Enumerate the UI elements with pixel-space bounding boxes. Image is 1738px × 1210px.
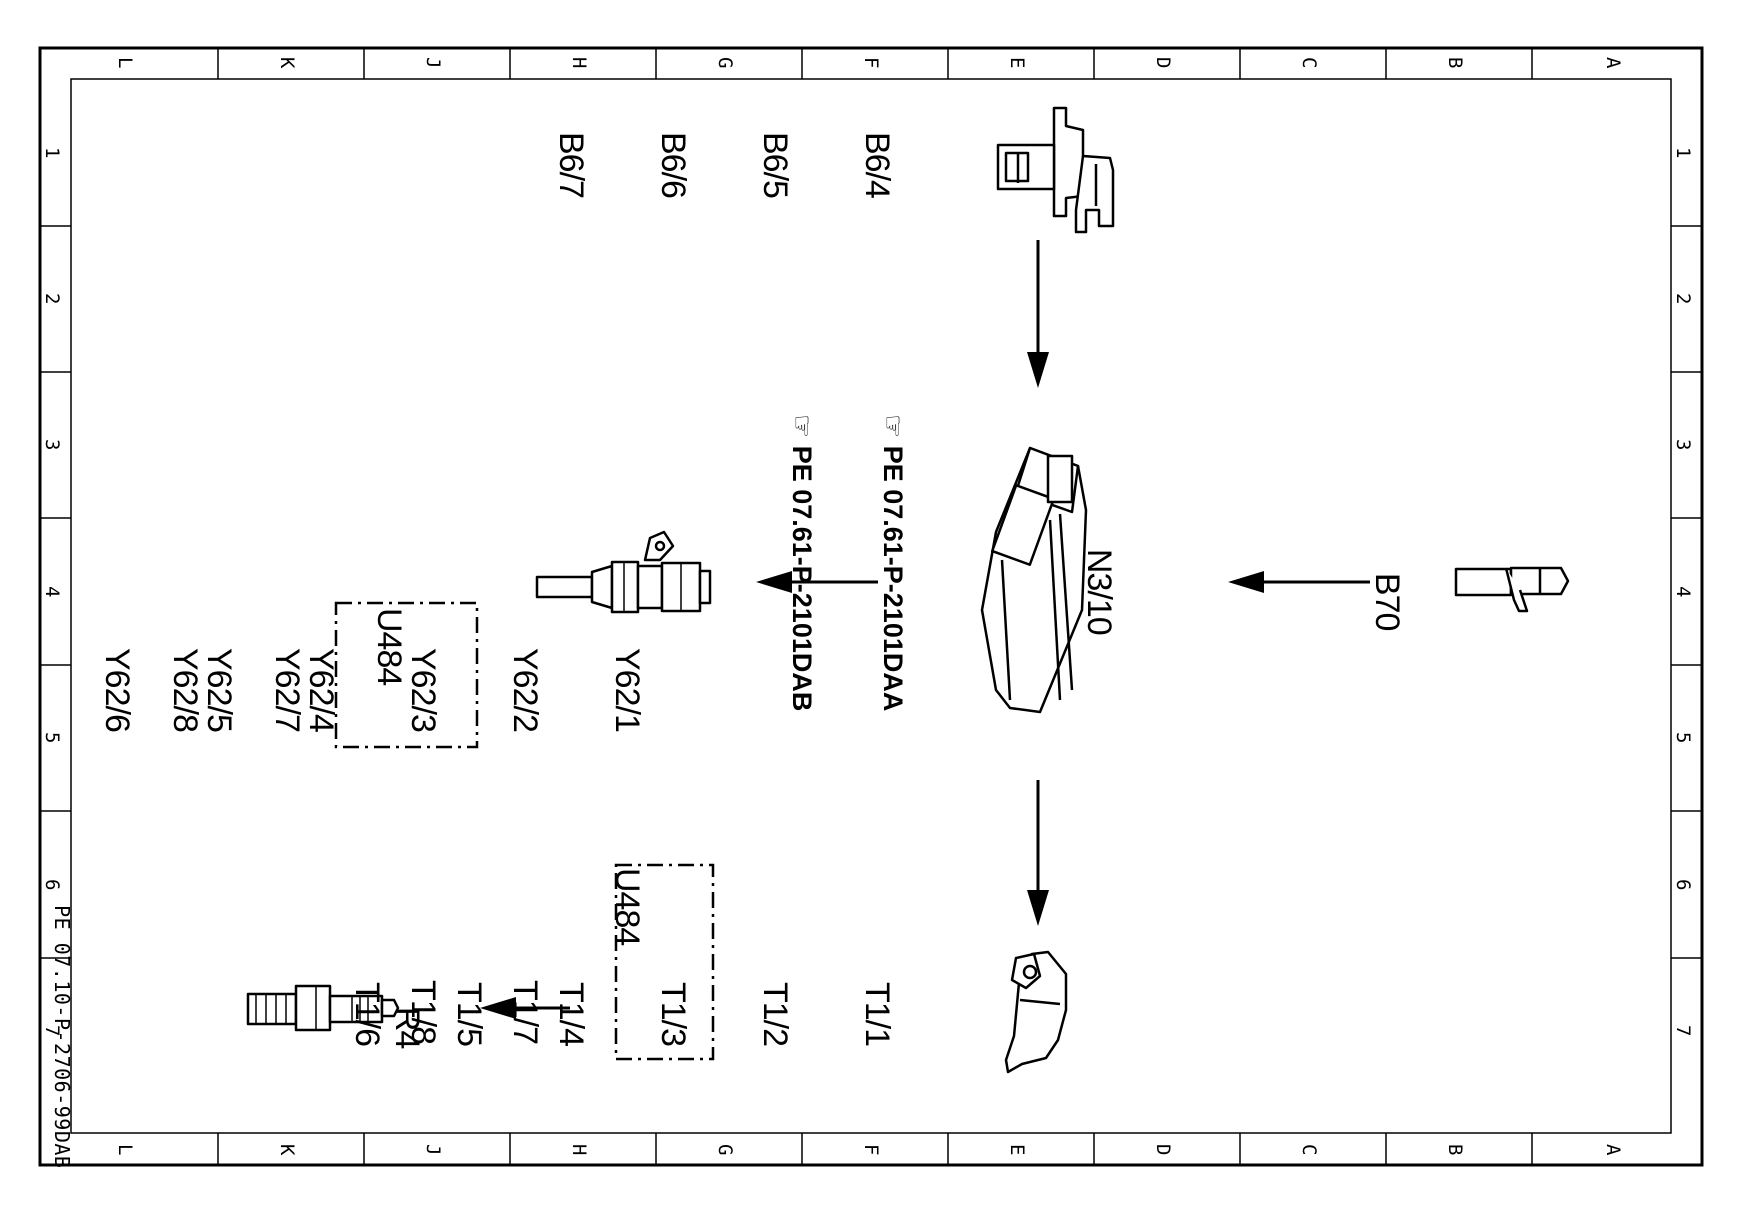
row-label-right: 2 (1672, 293, 1694, 305)
label-b6-6: B6/6 (654, 132, 692, 198)
column-label-top: E (1006, 57, 1028, 69)
label-b70: B70 (1368, 572, 1406, 631)
row-label-left: 3 (41, 439, 63, 451)
spark-plug-label: R4 (388, 990, 458, 1049)
ref-text-1[interactable]: PE 07.61-P-2101DAA (877, 445, 908, 712)
inner-border (70, 78, 1672, 1134)
row-label-left: 2 (41, 293, 63, 305)
arrow-crank-to-ecu (1228, 571, 1370, 593)
row-label-left: 5 (41, 732, 63, 744)
ref-line-1[interactable]: ☞ PE 07.61-P-2101DAA (877, 414, 908, 712)
label-y62-6: Y62/6 (98, 648, 136, 732)
column-label-bottom: H (568, 1144, 590, 1156)
injector-u484-box (334, 601, 479, 749)
column-label-top: L (114, 57, 136, 69)
ignition-coil-icon (1004, 950, 1068, 1074)
row-label-right: 5 (1672, 732, 1694, 744)
column-label-top: H (568, 57, 590, 69)
camshaft-sensor-icon (996, 106, 1115, 234)
label-t1-1: T1/1 (858, 982, 896, 1047)
row-label-left: 1 (41, 146, 63, 158)
label-coil-u484: U484 (608, 868, 646, 946)
column-label-bottom: D (1152, 1144, 1174, 1156)
column-label-bottom: E (1006, 1144, 1028, 1156)
crankshaft-sensor-label: B70 (1368, 556, 1438, 631)
coil-u484-box (614, 863, 715, 1061)
label-y62-1: Y62/1 (608, 648, 646, 732)
label-b6-5: B6/5 (756, 132, 794, 198)
label-b6-7: B6/7 (552, 132, 590, 198)
crankshaft-sensor-icon (1454, 566, 1570, 613)
control-unit-refs: ☞ PE 07.61-P-2101DAA ☞ PE 07.61-P-2101DA… (756, 414, 968, 711)
arrow-coils-to-plugs (480, 997, 570, 1019)
column-label-bottom: A (1602, 1144, 1624, 1156)
injector-u484-labels: U484 Y62/7 Y62/8 (134, 608, 474, 732)
column-label-top: B (1444, 57, 1466, 69)
arrow-ecu-to-coils (1027, 780, 1049, 926)
label-t1-7: T1/7 (506, 980, 544, 1045)
ref-line-2[interactable]: ☞ PE 07.61-P-2101DAB (787, 414, 817, 711)
row-label-right: 4 (1672, 585, 1694, 597)
label-y62-7: Y62/7 (268, 648, 306, 732)
column-label-bottom: K (276, 1144, 298, 1156)
column-label-top: F (860, 57, 882, 69)
label-injector-u484: U484 (370, 608, 408, 686)
ref-hand-icon: ☞ (877, 414, 908, 446)
ref-text-2[interactable]: PE 07.61-P-2101DAB (786, 445, 817, 712)
column-label-top: A (1602, 57, 1624, 69)
column-label-bottom: G (714, 1144, 736, 1156)
label-b6-4: B6/4 (858, 132, 896, 198)
control-unit-label: N3/10 (1080, 532, 1150, 635)
ecu-icon (980, 446, 1088, 714)
row-label-right: 6 (1672, 878, 1694, 890)
injector-icon (535, 530, 712, 614)
arrow-sensors-to-ecu (1027, 240, 1049, 388)
document-id: PE 07.10-P-2706-99DAB (50, 880, 98, 1168)
signal-arrows (480, 240, 1370, 1019)
label-y62-8: Y62/8 (166, 648, 204, 732)
column-label-bottom: J (422, 1144, 444, 1156)
column-label-top: J (422, 57, 444, 69)
label-y62-2: Y62/2 (506, 648, 544, 732)
arrow-ecu-to-injectors (756, 571, 878, 593)
document-id-text: PE 07.10-P-2706-99DAB (50, 905, 74, 1169)
label-t1-2: T1/2 (756, 982, 794, 1047)
column-label-top: G (714, 57, 736, 69)
column-label-bottom: C (1298, 1144, 1320, 1156)
column-label-bottom: L (114, 1144, 136, 1156)
row-label-right: 1 (1672, 146, 1694, 158)
column-label-bottom: B (1444, 1144, 1466, 1156)
row-label-left: 4 (41, 585, 63, 597)
label-n3-10: N3/10 (1080, 548, 1118, 635)
camshaft-sensor-labels: B6/4 B6/5 B6/6 B6/7 (520, 132, 962, 198)
label-r4: R4 (388, 1006, 426, 1049)
outer-border (38, 46, 1704, 1167)
column-label-top: K (276, 57, 298, 69)
column-label-top: D (1152, 57, 1174, 69)
column-label-bottom: F (860, 1144, 882, 1156)
column-label-top: C (1298, 57, 1320, 69)
ref-hand-icon: ☞ (786, 414, 817, 446)
row-label-right: 7 (1672, 1025, 1694, 1037)
row-label-right: 3 (1672, 439, 1694, 451)
